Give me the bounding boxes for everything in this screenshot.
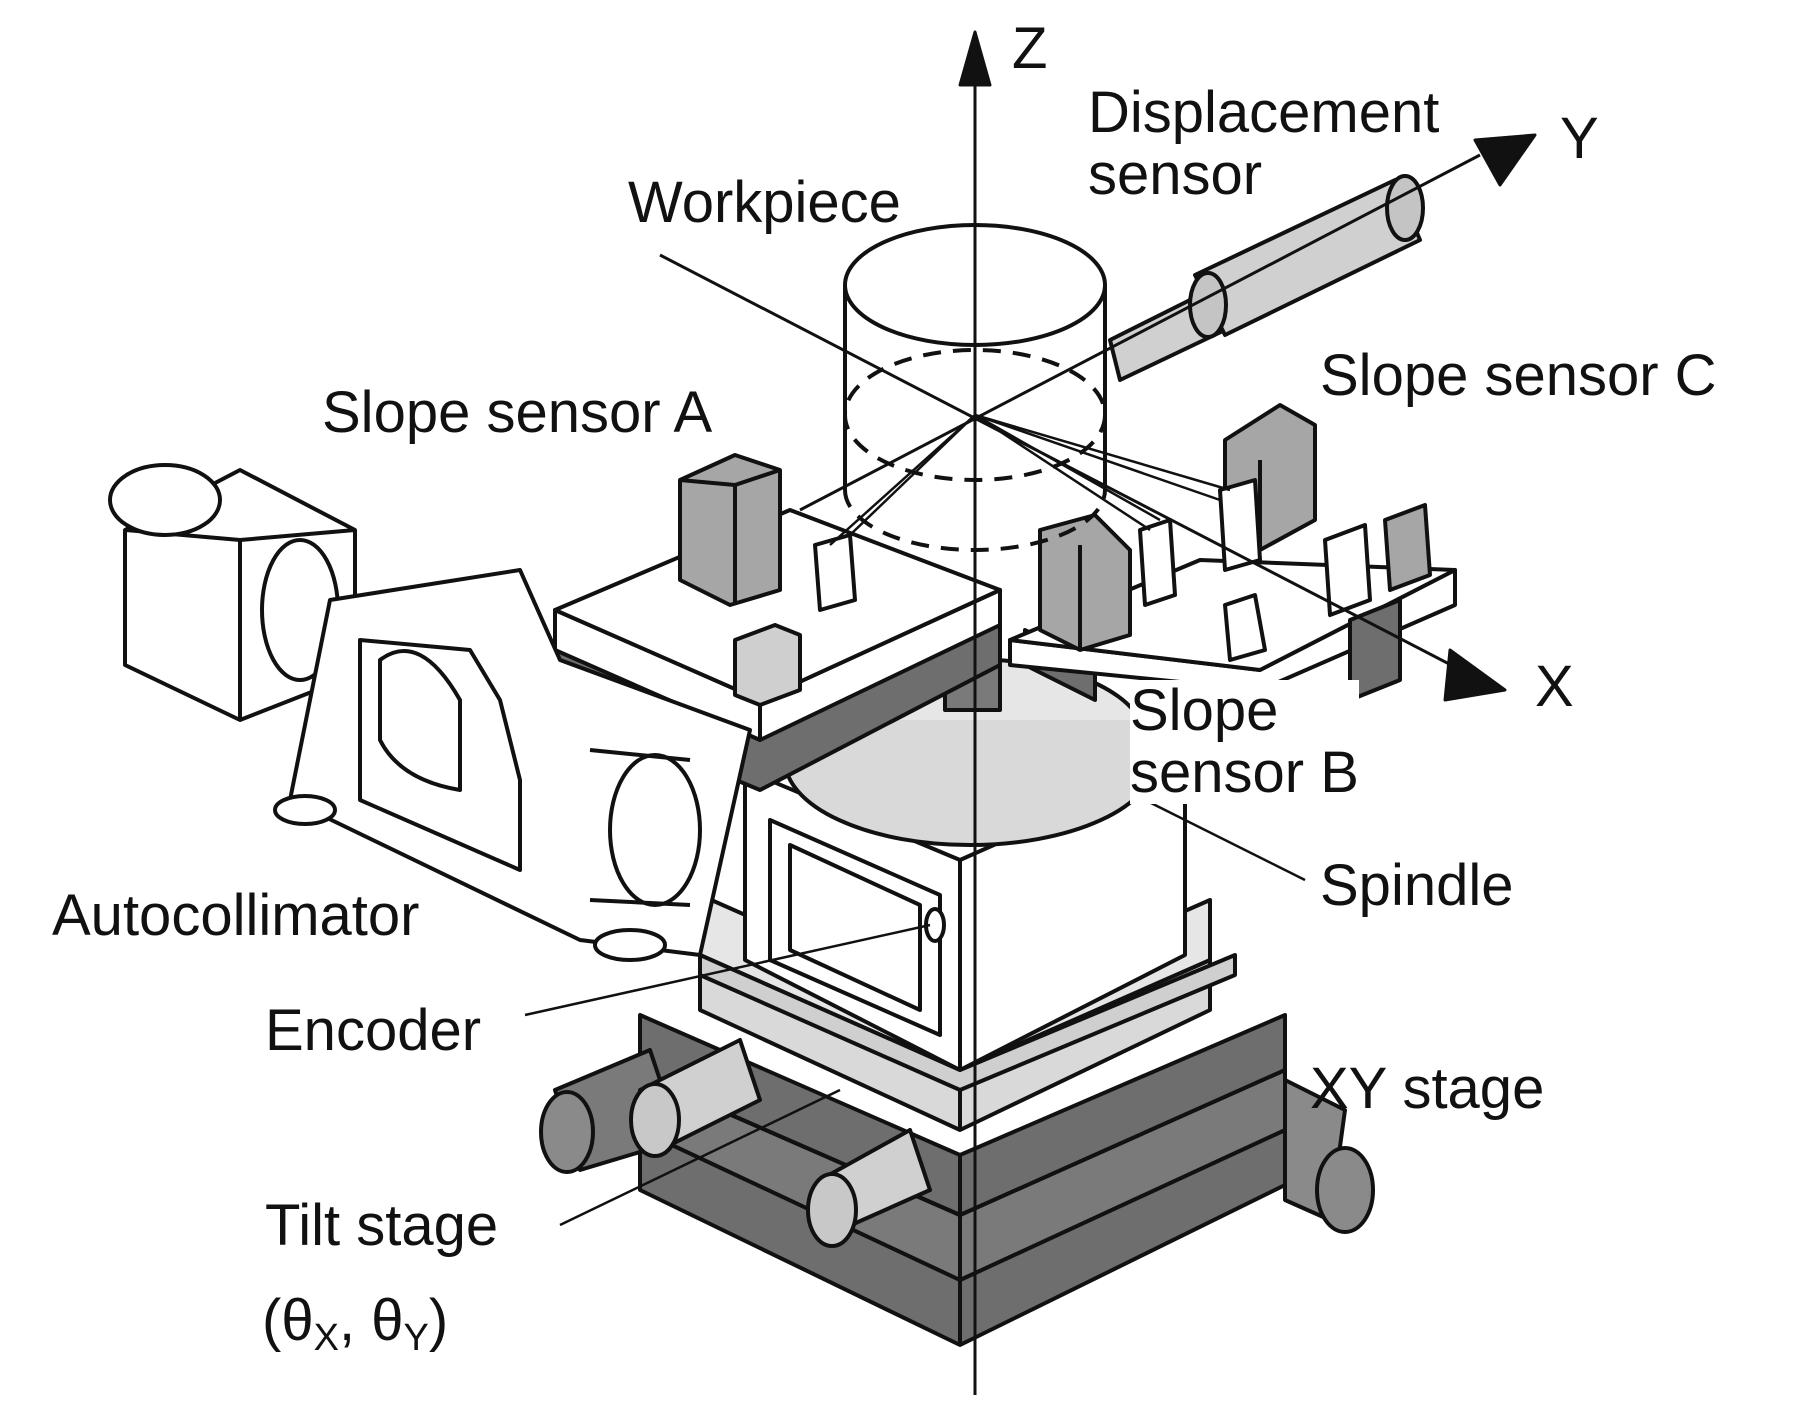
tilt-angles-label: (θX, θY) bbox=[262, 1288, 449, 1360]
tilt-sub-x: X bbox=[313, 1317, 339, 1359]
rod-end-icon bbox=[539, 1090, 595, 1174]
spindle-housing bbox=[743, 758, 1187, 1072]
y-axis-line bbox=[799, 153, 1481, 512]
z-arrow-icon bbox=[958, 30, 992, 87]
tilt-sub-y: Y bbox=[403, 1317, 429, 1359]
leader-lines bbox=[524, 798, 1306, 1227]
spindle-leader bbox=[1144, 798, 1306, 882]
tilt-stage-label: Tilt stage bbox=[265, 1193, 499, 1258]
tilt-theta-y: θ bbox=[371, 1288, 404, 1353]
platform-a bbox=[553, 508, 1002, 792]
displacement-sensor-label: Displacement sensor bbox=[1088, 80, 1440, 207]
axis-z-label: Z bbox=[1012, 16, 1048, 81]
tilt-leader bbox=[559, 1088, 841, 1227]
x-arrow-icon bbox=[1443, 648, 1507, 702]
axis-y-label: Y bbox=[1560, 106, 1599, 171]
slope-sensor-c-block bbox=[1218, 403, 1432, 662]
xy-knob-icon bbox=[1315, 1146, 1375, 1234]
encoder-label: Encoder bbox=[265, 998, 482, 1063]
autocollimator bbox=[108, 463, 752, 962]
tilt-knob-icon-2 bbox=[806, 1172, 858, 1248]
axes bbox=[659, 30, 1537, 1395]
slope-sensor-a-label: Slope sensor A bbox=[322, 380, 713, 445]
slope-sensor-a-block bbox=[678, 453, 857, 707]
tilt-theta-x: θ bbox=[281, 1288, 314, 1353]
xy-stage-label: XY stage bbox=[1310, 1056, 1545, 1121]
y-arrow-icon bbox=[1473, 133, 1537, 187]
slope-sensor-b-label: Slope sensor B bbox=[1130, 678, 1359, 805]
encoder-leader bbox=[524, 923, 931, 1017]
autocollimator-label: Autocollimator bbox=[52, 883, 420, 948]
xy-stage bbox=[638, 1013, 1375, 1347]
displacement-sensor bbox=[1108, 174, 1425, 382]
spindle-label: Spindle bbox=[1320, 853, 1514, 918]
axis-x-label: X bbox=[1535, 654, 1574, 719]
slope-sensor-b-block bbox=[1038, 513, 1177, 652]
workpiece-label: Workpiece bbox=[628, 170, 901, 235]
tilt-knob-icon bbox=[629, 1082, 681, 1158]
slope-sensor-c-label: Slope sensor C bbox=[1320, 343, 1717, 408]
sensor-beams bbox=[829, 413, 1231, 546]
